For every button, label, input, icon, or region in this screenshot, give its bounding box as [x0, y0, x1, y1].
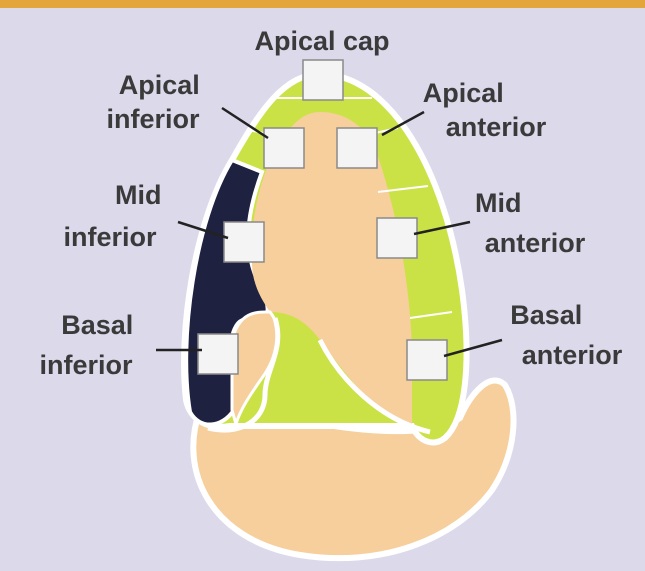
marker-basal-inferior: [198, 334, 238, 374]
label-mid-anterior-line2: anterior: [485, 228, 586, 258]
marker-basal-anterior: [407, 340, 447, 380]
label-apical-anterior-line1: Apical: [423, 78, 504, 108]
marker-mid-anterior: [377, 218, 417, 258]
label-apical-anterior-line2: anterior: [446, 112, 547, 142]
label-mid-anterior-line1: Mid: [475, 188, 522, 218]
label-basal-anterior-line1: Basal: [510, 300, 582, 330]
marker-apical-anterior: [337, 128, 377, 168]
marker-mid-inferior: [224, 222, 264, 262]
label-apical-inferior-line2: inferior: [106, 104, 200, 134]
label-basal-inferior-line1: Basal: [61, 310, 133, 340]
label-apical-cap: Apical cap: [254, 26, 389, 56]
label-apical-inferior-line1: Apical: [119, 70, 200, 100]
label-basal-anterior-line2: anterior: [522, 340, 623, 370]
label-basal-inferior-line2: inferior: [39, 350, 133, 380]
label-mid-inferior-line2: inferior: [63, 222, 157, 252]
top-rule: [0, 0, 645, 8]
marker-apical-inferior: [264, 128, 304, 168]
label-mid-inferior-line1: Mid: [115, 180, 162, 210]
marker-apical-cap: [303, 60, 343, 100]
